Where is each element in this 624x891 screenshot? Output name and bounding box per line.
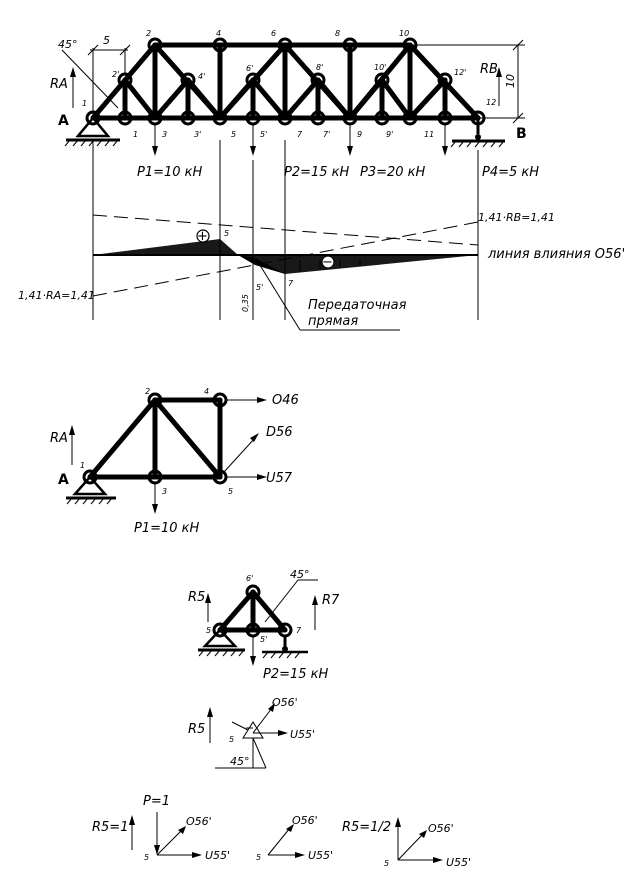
s2-node-5: 5 [206,626,211,635]
b3-o-label: O56' [428,822,454,835]
influence-node-5p: 5' [256,283,263,292]
s2-angle-label: 45° [290,568,310,581]
node-b7: 7 [297,130,303,139]
eq-node-label: 5 [229,735,234,744]
node-4: 4 [216,29,221,38]
s1-node-5: 5 [228,487,233,496]
node-1: 1 [82,99,87,108]
node-2: 2 [146,29,151,38]
node-4p: 4' [198,72,205,81]
main-truss [90,42,481,121]
bottom-diagram-2 [267,824,305,858]
node-6: 6 [271,29,276,38]
influence-ra-label: 1,41·RA=1,41 [18,289,95,302]
node-10p: 10' [374,63,386,72]
panel-dim-label: 5 [103,34,110,47]
height-dim-label: 10 [504,74,517,88]
s1-node-4: 4 [204,387,209,396]
influence-node-5: 5 [224,229,229,238]
support-a-label: A [58,113,69,129]
b3-r5-label: R5=1/2 [342,820,391,835]
influence-node-7: 7 [288,279,294,288]
section-2-truss [198,579,318,666]
node-10: 10 [399,29,409,38]
s2-load-label: P2=15 кН [263,667,329,682]
s1-d56-label: D56 [266,425,293,440]
node-6p: 6' [246,64,253,73]
s2-r5-label: R5 [188,590,205,605]
load-p4-label: P4=5 кН [482,165,539,180]
reaction-arrows [70,67,502,108]
angle-label: 45° [58,38,78,51]
node-b3: 3 [162,130,167,139]
transfer-line-2: прямая [308,314,358,329]
b1-u-label: U55' [205,849,230,862]
b1-node-label: 5 [144,853,149,862]
node-2p: 2' [112,70,119,79]
s1-u57-label: U57 [266,471,293,486]
s1-node-2: 2 [145,387,150,396]
load-p1-label: P1=10 кН [137,165,203,180]
transfer-line-1: Передаточная [308,298,407,313]
s1-support-label: A [58,472,69,488]
s1-o46-label: O46 [272,393,299,408]
b1-o-label: O56' [186,815,212,828]
section-1-truss [66,392,267,514]
b2-o-label: O56' [292,814,318,827]
load-p2-label: P2=15 кН [284,165,350,180]
b3-node-label: 5 [384,859,389,868]
s1-ra-label: RA [50,431,68,446]
influence-line [92,140,479,331]
node-b1: 1 [133,130,138,139]
node-b7p: 7' [323,130,330,139]
support-b [450,118,505,148]
node-b5: 5 [231,130,236,139]
b1-p-label: P=1 [143,794,170,809]
node-12: 12 [486,98,496,107]
load-arrows [152,124,448,156]
s2-node-6p: 6' [246,574,253,583]
bottom-diagram-1 [129,812,202,858]
node-b11: 11 [424,130,434,139]
eq-r5-label: R5 [188,722,205,737]
node-equilibrium [207,703,288,769]
b1-r5-label: R5=1 [92,820,128,835]
eq-u-label: U55' [290,728,315,741]
s1-node-3: 3 [162,487,167,496]
node-b3p: 3' [194,130,201,139]
bottom-diagram-3 [395,817,443,863]
eq-angle-label: 45° [230,755,250,768]
load-p3-label: P3=20 кН [360,165,426,180]
node-8: 8 [335,29,340,38]
s2-node-7: 7 [296,626,302,635]
influence-rb-label: 1,41·RB=1,41 [478,211,555,224]
node-12p: 12' [454,68,466,77]
reaction-rb-label: RB [480,62,498,77]
support-b-label: B [516,126,527,142]
dimensions [61,39,525,124]
s2-node-5p: 5' [260,635,267,644]
influence-minus: − [322,255,333,270]
s2-r7-label: R7 [322,593,340,608]
b2-node-label: 5 [256,853,261,862]
node-b9p: 9' [386,130,393,139]
b3-u-label: U55' [446,856,471,869]
node-b9: 9 [357,130,362,139]
b2-u-label: U55' [308,849,333,862]
node-8p: 8' [316,63,323,72]
node-b5p: 5' [260,130,267,139]
reaction-ra-label: RA [50,77,68,92]
truss-joints [85,37,486,126]
eq-o-label: O56' [272,696,298,709]
influence-line-label: линия влияния O56' [487,247,624,262]
s1-load-label: P1=10 кН [134,521,200,536]
influence-plus: + [197,229,208,244]
s1-node-1: 1 [80,461,85,470]
truss-node-labels: 1 2' 2 4' 4 6' 6 8' 8 10' 10 12' 12 1 3 … [82,29,496,139]
influence-ordinate: 0,35 [241,294,250,312]
